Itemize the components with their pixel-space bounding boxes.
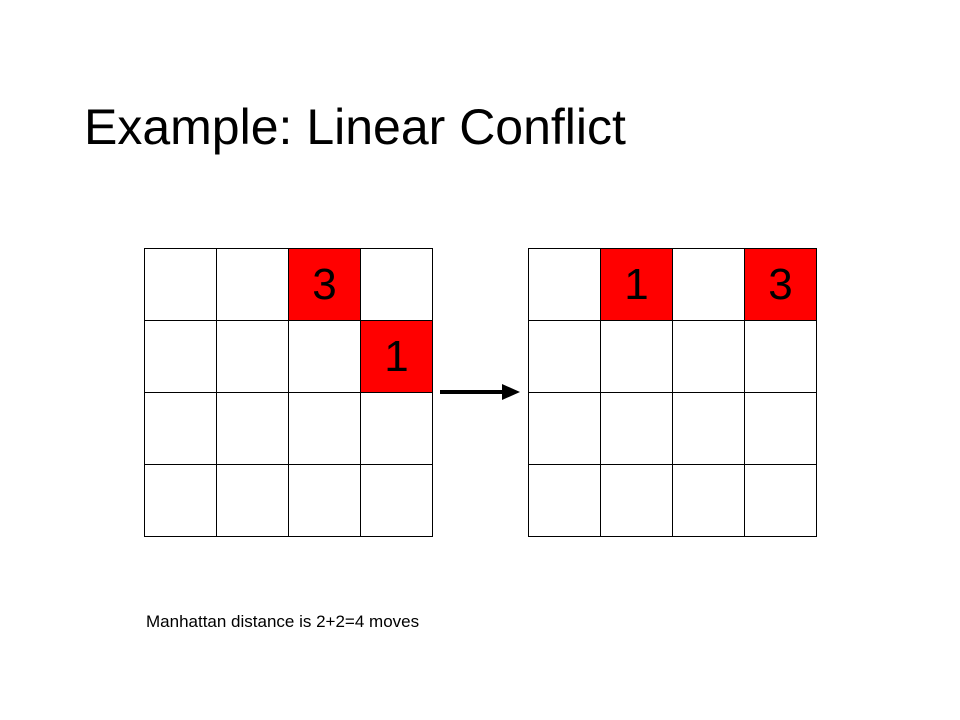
goal-cell-3-1 (601, 465, 673, 537)
goal-cell-2-0 (529, 393, 601, 465)
start-cell-1-3: 1 (361, 321, 433, 393)
start-cell-2-2 (289, 393, 361, 465)
start-cell-2-3 (361, 393, 433, 465)
goal-cell-3-3 (745, 465, 817, 537)
goal-cell-2-2 (673, 393, 745, 465)
goal-cell-3-0 (529, 465, 601, 537)
goal-cell-0-1: 1 (601, 249, 673, 321)
start-cell-2-1 (217, 393, 289, 465)
manhattan-distance-caption: Manhattan distance is 2+2=4 moves (146, 612, 420, 631)
goal-cell-0-2 (673, 249, 745, 321)
goal-cell-2-3 (745, 393, 817, 465)
goal-cell-1-2 (673, 321, 745, 393)
start-cell-3-1 (217, 465, 289, 537)
goal-cell-1-3 (745, 321, 817, 393)
goal-cell-3-2 (673, 465, 745, 537)
start-cell-3-2 (289, 465, 361, 537)
goal-cell-0-3: 3 (745, 249, 817, 321)
goal-cell-1-0 (529, 321, 601, 393)
right-arrow-icon (440, 384, 520, 400)
start-cell-0-0 (145, 249, 217, 321)
goal-cell-1-1 (601, 321, 673, 393)
start-cell-3-0 (145, 465, 217, 537)
start-cell-3-3 (361, 465, 433, 537)
start-cell-2-0 (145, 393, 217, 465)
start-cell-0-3 (361, 249, 433, 321)
start-cell-1-2 (289, 321, 361, 393)
slide-title: Example: Linear Conflict (84, 99, 626, 155)
start-cell-0-1 (217, 249, 289, 321)
goal-cell-0-0 (529, 249, 601, 321)
goal-cell-2-1 (601, 393, 673, 465)
start-cell-1-0 (145, 321, 217, 393)
start-cell-0-2: 3 (289, 249, 361, 321)
start-cell-1-1 (217, 321, 289, 393)
